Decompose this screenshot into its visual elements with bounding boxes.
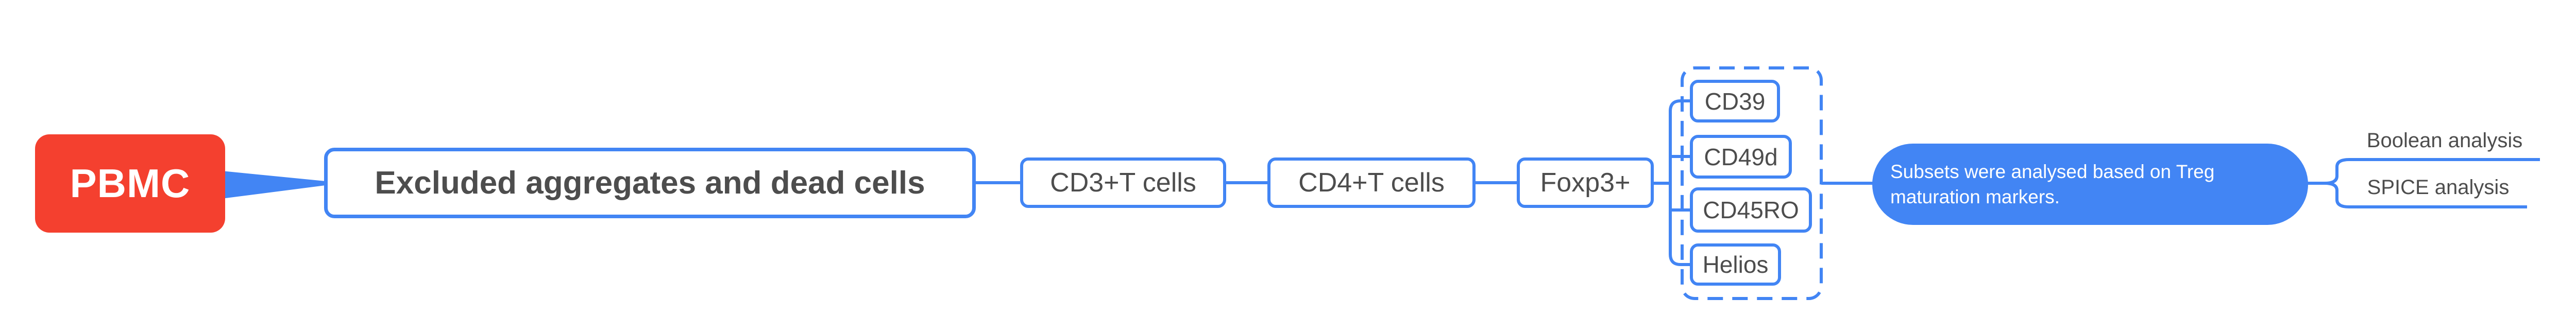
node-marker-cd45ro[interactable]: CD45RO	[1690, 187, 1812, 233]
node-cd3-label: CD3+T cells	[1050, 168, 1196, 198]
node-foxp3-label: Foxp3+	[1540, 168, 1631, 198]
node-treg-note[interactable]: Subsets were analysed based on Treg matu…	[1872, 144, 2308, 225]
node-pbmc[interactable]: PBMC	[35, 134, 225, 233]
node-marker-cd49d[interactable]: CD49d	[1690, 135, 1792, 179]
node-boolean-analysis[interactable]: Boolean analysis	[2349, 130, 2540, 151]
spice-analysis-label: SPICE analysis	[2367, 176, 2510, 199]
marker-helios-label: Helios	[1702, 251, 1769, 278]
node-pbmc-label: PBMC	[70, 161, 191, 206]
connector-pbmc-excluded	[222, 171, 326, 199]
note-line-2: maturation markers.	[1890, 186, 2060, 207]
branch-spice-underline	[2324, 182, 2527, 208]
node-cd4-t-cells[interactable]: CD4+T cells	[1267, 157, 1476, 208]
node-marker-helios[interactable]: Helios	[1690, 243, 1781, 286]
node-marker-cd39[interactable]: CD39	[1690, 80, 1780, 122]
node-excluded-label: Excluded aggregates and dead cells	[375, 165, 925, 201]
node-cd3-t-cells[interactable]: CD3+T cells	[1020, 157, 1226, 208]
node-spice-analysis[interactable]: SPICE analysis	[2349, 177, 2527, 198]
boolean-analysis-label: Boolean analysis	[2366, 129, 2523, 152]
node-foxp3[interactable]: Foxp3+	[1517, 157, 1654, 208]
node-excluded-aggregates[interactable]: Excluded aggregates and dead cells	[324, 148, 976, 218]
marker-cd49d-label: CD49d	[1704, 143, 1778, 170]
marker-cd45ro-label: CD45RO	[1703, 197, 1799, 223]
note-line-1: Subsets were analysed based on Treg	[1890, 161, 2215, 182]
node-cd4-label: CD4+T cells	[1298, 168, 1445, 198]
marker-cd39-label: CD39	[1704, 87, 1766, 115]
marker-spine	[1669, 99, 1690, 266]
